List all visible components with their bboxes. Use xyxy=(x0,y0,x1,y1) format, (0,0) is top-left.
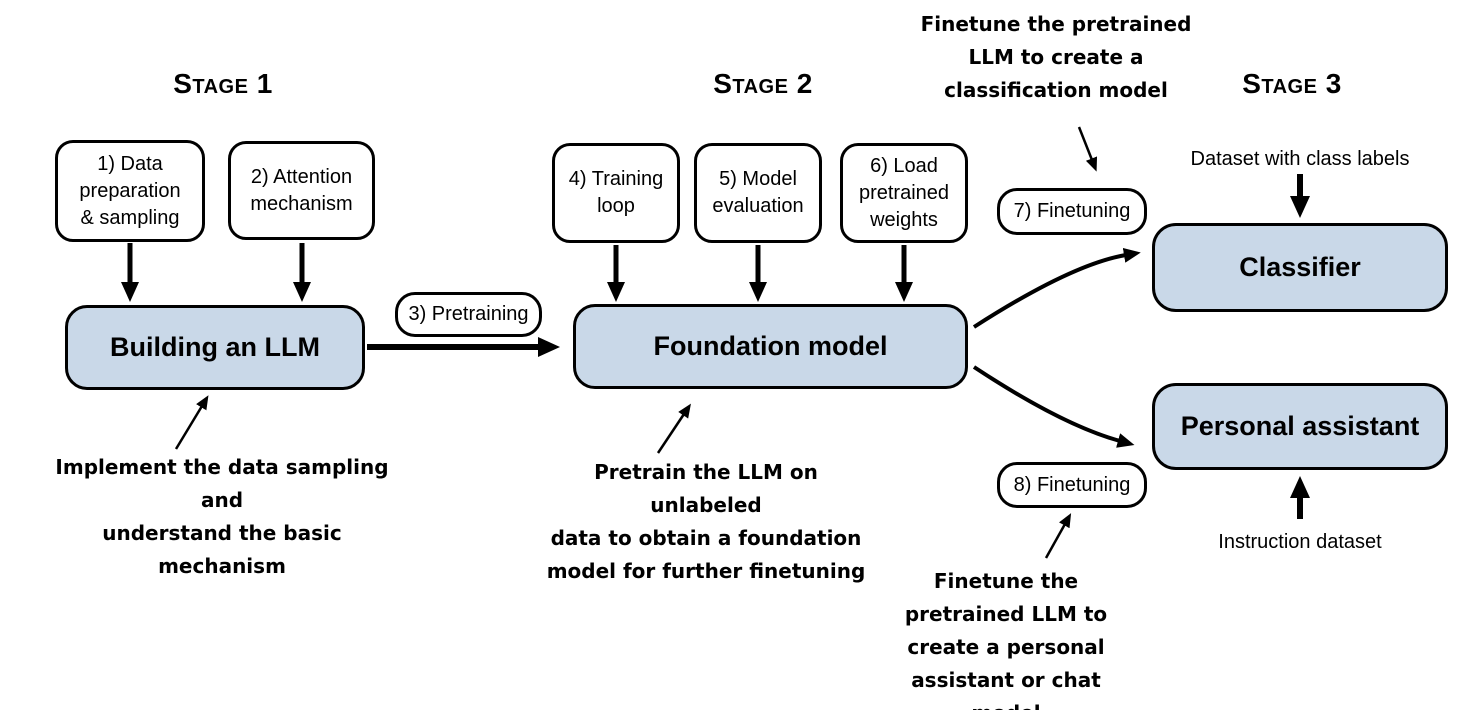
arrow-annotation-stage2 xyxy=(656,403,691,454)
label-instruction-dataset: Instruction dataset xyxy=(1218,531,1382,553)
step-box-attention-mechanism: 2) Attention mechanism xyxy=(228,141,375,240)
model-box-personal-assistant: Personal assistant xyxy=(1152,383,1448,470)
label-dataset-with-class-labels: Dataset with class labels xyxy=(1190,148,1410,170)
pill-finetuning-classifier: 7) Finetuning xyxy=(997,188,1147,235)
arrow-annotation-stage1 xyxy=(174,395,209,450)
annotation-finetune-classifier: Finetune the pretrained LLM to create a … xyxy=(920,12,1192,102)
arrow-foundation-to-assistant xyxy=(972,365,1135,448)
pill-pretraining: 3) Pretraining xyxy=(395,292,542,337)
arrow-annotation-classifier xyxy=(1077,126,1098,172)
annotation-stage1: Implement the data sampling and understa… xyxy=(55,455,389,578)
step-box-load-weights: 6) Load pretrained weights xyxy=(840,143,968,243)
annotation-stage2: Pretrain the LLM on unlabeled data to ob… xyxy=(546,460,866,583)
model-box-building-llm: Building an LLM xyxy=(65,305,365,390)
stage-1-heading: Stage 1 xyxy=(173,68,273,99)
stage-2-heading: Stage 2 xyxy=(713,68,813,99)
pill-finetuning-assistant: 8) Finetuning xyxy=(997,462,1147,508)
stage-3-heading: Stage 3 xyxy=(1242,68,1342,99)
arrow-foundation-to-classifier xyxy=(972,247,1141,329)
annotation-finetune-assistant: Finetune the pretrained LLM to create a … xyxy=(904,569,1108,710)
step-box-model-evaluation: 5) Model evaluation xyxy=(694,143,822,243)
model-box-foundation: Foundation model xyxy=(573,304,968,389)
arrow-annotation-assistant xyxy=(1044,513,1072,559)
step-box-data-preparation: 1) Data preparation & sampling xyxy=(55,140,205,242)
model-box-classifier: Classifier xyxy=(1152,223,1448,312)
step-box-training-loop: 4) Training loop xyxy=(552,143,680,243)
